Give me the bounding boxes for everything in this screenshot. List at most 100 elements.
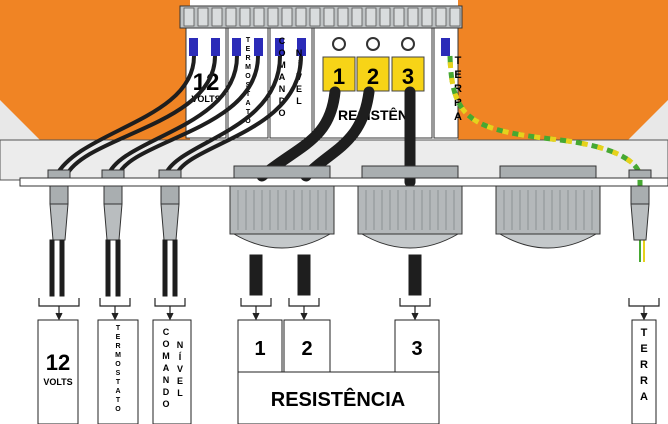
label-box-resistencia: [237, 371, 440, 424]
terminal-slot: [211, 7, 223, 27]
bracket: [288, 298, 320, 307]
enclosure-right-panel: [458, 0, 668, 140]
ferrule: [254, 38, 263, 56]
gland-terra-body: [630, 185, 650, 205]
gland-termostato-nut: [101, 169, 125, 179]
label-phase-1: 1: [254, 338, 265, 360]
gland-volts-nut: [47, 169, 71, 179]
terminal-slot: [379, 7, 391, 27]
terminal-slot: [407, 7, 419, 27]
power-wire-2: [297, 254, 311, 296]
wire-pair: [172, 239, 178, 297]
enclosure-left-panel: [0, 0, 190, 140]
gland-phase-1-2-body: [229, 185, 335, 235]
bracket: [154, 298, 186, 307]
bracket: [399, 298, 431, 307]
phase-tag-label: 2: [367, 64, 379, 89]
terminal-slot: [421, 7, 433, 27]
arrow-brackets: [38, 298, 660, 321]
label-box-phase-1: [237, 319, 283, 373]
cable: [54, 55, 196, 177]
ring-terminal: [401, 37, 415, 51]
gland-spare-nut: [499, 165, 597, 179]
gland-comando-body: [160, 185, 180, 205]
bracket: [99, 298, 131, 307]
arrow-head: [640, 312, 648, 321]
gland-phase-1-2-cap: [232, 233, 332, 249]
ferrule: [232, 38, 241, 56]
gland-volts-body: [49, 185, 69, 205]
label-volts-word: VOLTS: [43, 377, 72, 387]
cable: [116, 55, 260, 177]
terminal-slot: [197, 7, 209, 27]
terminal-slot: [365, 7, 377, 27]
earth-wire-stripe: [447, 55, 643, 188]
ferrule: [275, 38, 284, 56]
gland-volts-cone: [49, 203, 69, 241]
gland-termostato-body: [103, 185, 123, 205]
gland-phase-1-2-nut: [233, 165, 331, 179]
terminal-slot: [337, 7, 349, 27]
terminal-slot: [281, 7, 293, 27]
label-box-volts: [37, 319, 79, 424]
bracket: [240, 298, 272, 307]
small-glands: [47, 169, 652, 241]
terminal-slot: [239, 7, 251, 27]
ferrule: [297, 38, 306, 56]
arrow-head: [300, 312, 308, 321]
label-box-terra: [631, 319, 657, 424]
phase-tag-3: [391, 56, 425, 92]
arrow-head: [411, 312, 419, 321]
gland-termostato-cone: [103, 203, 123, 241]
label-volts-number: 12: [46, 350, 70, 375]
wire-pair: [115, 239, 121, 297]
gland-comando-nut: [158, 169, 182, 179]
terminal-slot: [351, 7, 363, 27]
control-cables: [54, 55, 303, 178]
wire-pair: [49, 239, 55, 297]
ferrule: [441, 38, 450, 56]
terminal-slot: [323, 7, 335, 27]
terminal-volts-word: VOLTS: [191, 94, 220, 104]
phase-tags: 1 2 3: [322, 37, 425, 92]
phase-tag-label: 3: [402, 64, 414, 89]
power-wire-3: [408, 254, 422, 296]
terminal-slot: [393, 7, 405, 27]
big-glands: [229, 165, 601, 249]
cable: [64, 55, 217, 178]
terminal-slots: [183, 7, 461, 27]
ring-terminal: [332, 37, 346, 51]
terminal-slot: [449, 7, 461, 27]
arrow-head: [111, 312, 119, 321]
gland-plate: [19, 177, 668, 187]
label-box-termostato: [97, 319, 139, 424]
ring-terminal: [366, 37, 380, 51]
wire-pair: [59, 239, 65, 297]
bracket: [38, 298, 80, 307]
label-box-comando: [152, 319, 192, 424]
enclosure-bevel-left: [0, 100, 40, 140]
ferrule: [189, 38, 198, 56]
cable: [163, 55, 282, 177]
arrow-head: [55, 312, 63, 321]
label-box-phase-3: [394, 319, 440, 373]
ferrule: [211, 38, 220, 56]
phase-tag-2: [356, 56, 390, 92]
label-resistencia: RESISTÊNCIA: [271, 387, 405, 411]
terminal-slot: [253, 7, 265, 27]
gland-terra-cone: [630, 203, 650, 241]
gland-spare-body: [495, 185, 601, 235]
terminal-slot: [295, 7, 307, 27]
terminal-resistencia-label: RESISTÊN: [338, 106, 408, 123]
gland-spare-cap: [498, 233, 598, 249]
arrow-head: [252, 312, 260, 321]
phase-tag-1: [322, 56, 356, 92]
ferrules: [189, 38, 450, 56]
terminal-slot: [267, 7, 279, 27]
bracket: [628, 298, 660, 307]
gland-comando-cone: [160, 203, 180, 241]
